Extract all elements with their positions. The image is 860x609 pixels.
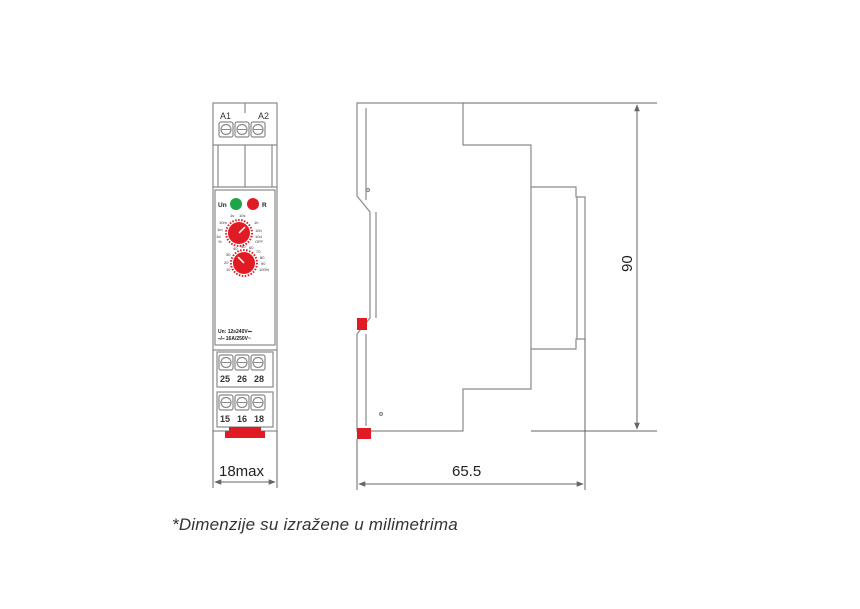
svg-text:30: 30	[226, 252, 231, 257]
svg-text:25: 25	[220, 374, 230, 384]
svg-text:26: 26	[237, 374, 247, 384]
contact-rating: ⎯/⎯ 16A/250V~	[217, 336, 251, 342]
power-led-green	[230, 198, 242, 210]
side-body-outline	[356, 102, 586, 432]
terminal-label-a1: A1	[220, 111, 231, 121]
svg-text:%: %	[218, 239, 222, 244]
svg-text:10: 10	[226, 267, 231, 272]
svg-text:10h: 10h	[255, 228, 262, 233]
depth-dimension-label: 65.5	[452, 463, 481, 480]
time-range-dial[interactable]	[225, 219, 253, 247]
relay-led-red	[247, 198, 259, 210]
led-label-un: Un	[218, 202, 227, 209]
height-dimension-label: 90	[619, 255, 636, 272]
terminal-numbers: 25 26 28 15 16 18	[220, 374, 264, 424]
svg-text:20: 20	[224, 260, 229, 265]
terminal-screw	[250, 121, 266, 138]
height-dimension	[463, 102, 657, 432]
svg-text:60: 60	[249, 245, 254, 250]
percentage-dial-scale: 40 50 60 70 80 90 100% 30 20 10	[224, 244, 270, 272]
din-clip-side-upper	[357, 318, 367, 330]
din-clip-front	[225, 427, 265, 438]
svg-text:16: 16	[237, 414, 247, 424]
terminal-screw	[234, 121, 250, 138]
width-dimension	[212, 431, 278, 488]
svg-text:80: 80	[260, 255, 265, 260]
svg-text:40: 40	[233, 246, 238, 251]
front-panel	[214, 189, 276, 346]
svg-text:1d: 1d	[216, 234, 220, 239]
side-view	[356, 102, 586, 432]
svg-text:28: 28	[254, 374, 264, 384]
din-clip-side-lower	[357, 428, 371, 439]
svg-text:100%: 100%	[259, 267, 270, 272]
time-range-dial-scale: 1s 10s 10m 1h 10h 10d OFF 1d % 1m	[216, 213, 264, 244]
svg-text:70: 70	[256, 249, 261, 254]
supply-rating: Un: 12≥240V⎓	[218, 329, 252, 335]
svg-text:1m: 1m	[217, 227, 223, 232]
terminal-block-upper	[216, 351, 274, 388]
svg-text:18: 18	[254, 414, 264, 424]
svg-text:50: 50	[241, 244, 246, 249]
svg-text:10m: 10m	[219, 220, 227, 225]
led-label-r: R	[262, 202, 267, 209]
dimensions-caption: *Dimenzije su izražene u milimetrima	[172, 515, 458, 534]
depth-dimension	[356, 339, 586, 490]
svg-text:90: 90	[261, 261, 266, 266]
svg-text:OFF: OFF	[255, 239, 264, 244]
percentage-dial[interactable]	[230, 249, 258, 277]
svg-text:1h: 1h	[254, 220, 258, 225]
svg-text:15: 15	[220, 414, 230, 424]
svg-text:1s: 1s	[230, 213, 234, 218]
terminal-screw	[218, 121, 234, 138]
svg-text:10s: 10s	[239, 213, 245, 218]
terminal-label-a2: A2	[258, 111, 269, 121]
svg-text:10d: 10d	[255, 234, 262, 239]
width-dimension-label: 18max	[219, 463, 265, 480]
